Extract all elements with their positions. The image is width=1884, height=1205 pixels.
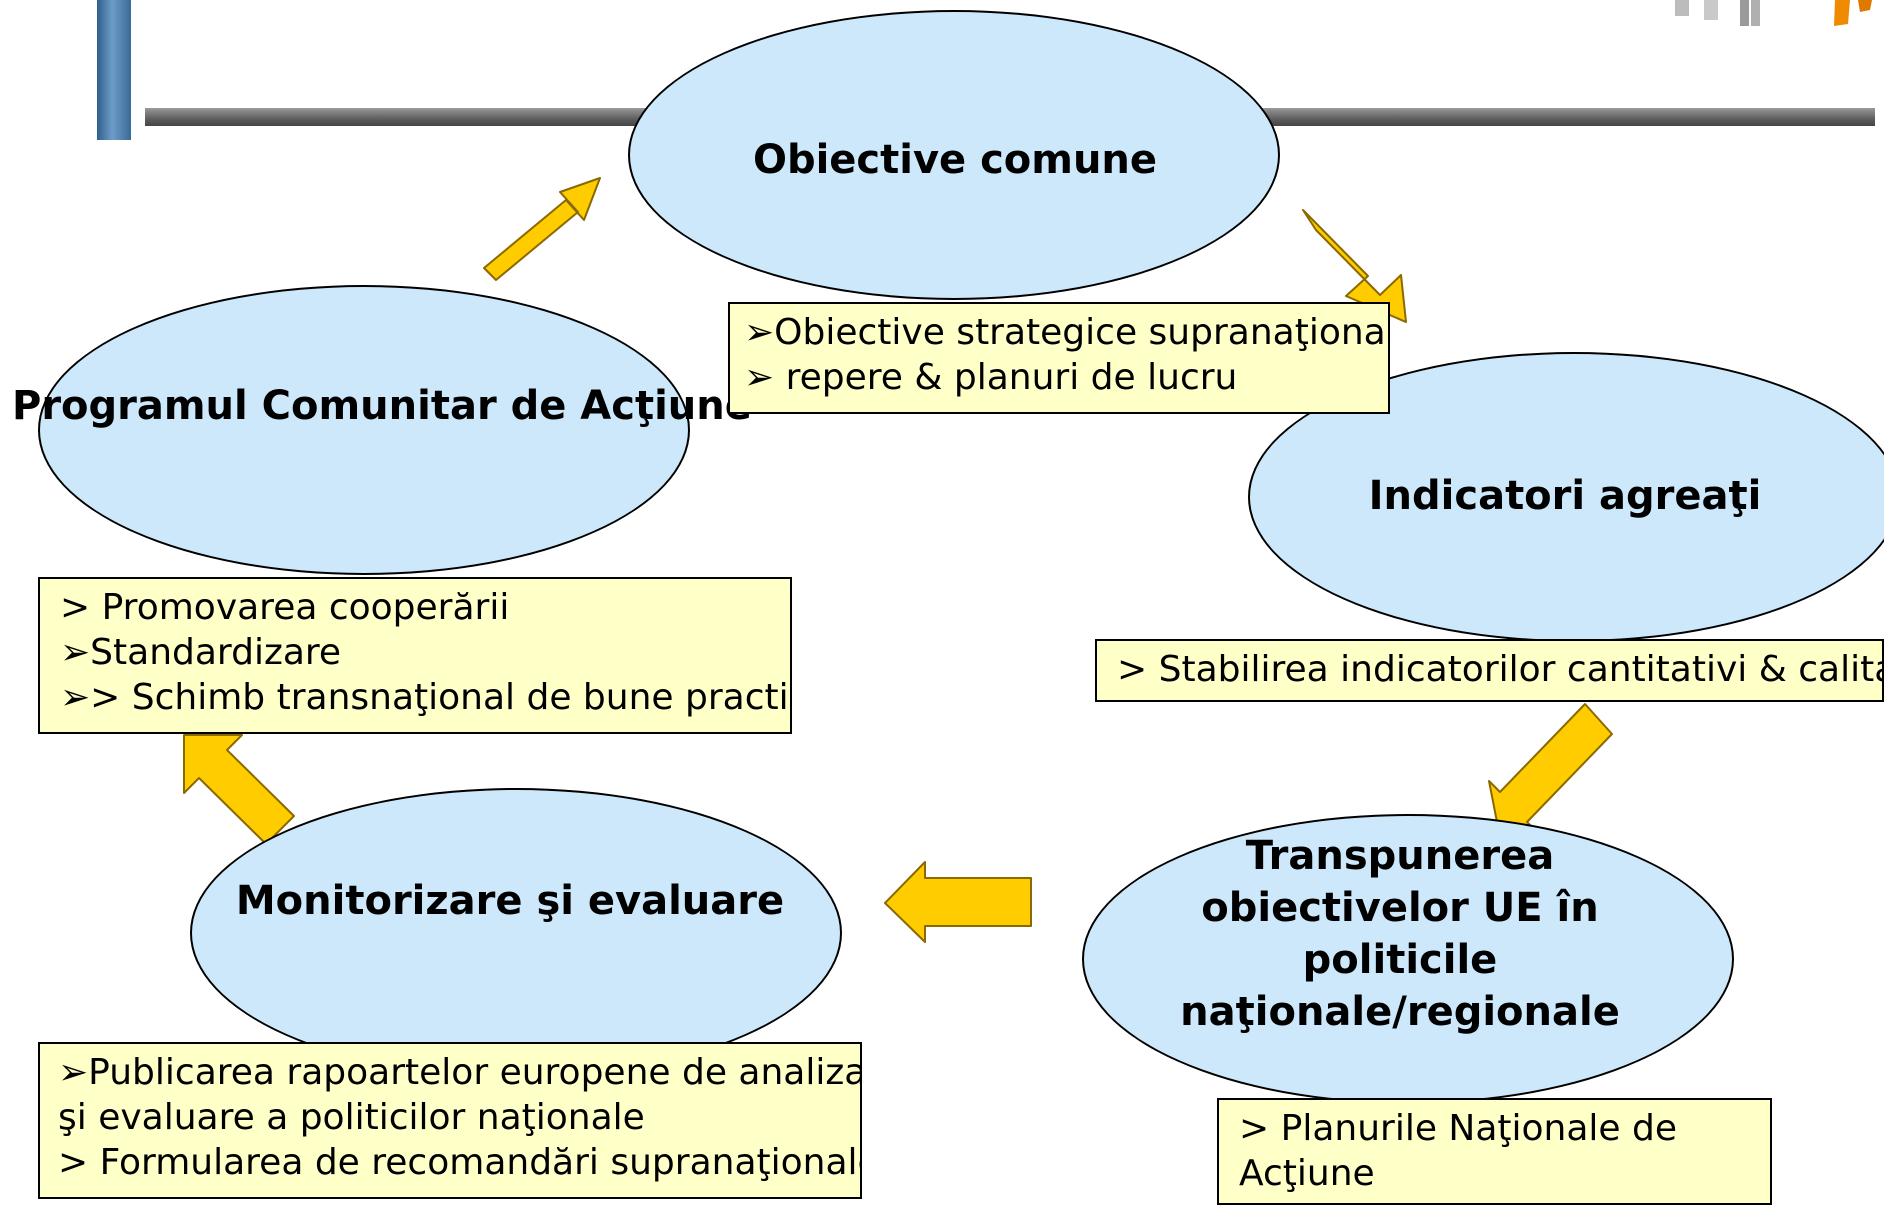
box-stabilirea-indicatorilor: > Stabilirea indicatorilor cantitativi &… xyxy=(1095,639,1884,702)
node-transpunerea-label: Transpunerea obiectivelor UE în politici… xyxy=(1090,830,1710,1038)
arrow-to-obiective xyxy=(483,177,601,281)
node-obiective-comune-label: Obiective comune xyxy=(752,137,1158,183)
people-figures-icon xyxy=(1675,0,1872,26)
box-promovarea-cooperarii: > Promovarea cooperării ➢Standardizare ➢… xyxy=(38,577,792,734)
node-monitorizare xyxy=(190,788,842,1078)
box-line: ➢Publicarea rapoartelor europene de anal… xyxy=(58,1052,862,1093)
node-transpunerea-line: naţionale/regionale xyxy=(1180,989,1620,1035)
box-line: ➢> Schimb transnaţional de bune practici xyxy=(60,677,792,718)
box-planurile-nationale: > Planurile Naţionale de Acţiune xyxy=(1217,1098,1772,1205)
box-line: > Formularea de recomandări supranaţiona… xyxy=(58,1142,862,1183)
box-line: ➢Standardizare xyxy=(60,632,342,673)
arrow-to-transpunerea xyxy=(1488,703,1613,834)
arrow-to-monitorizare xyxy=(884,861,1032,943)
node-transpunerea xyxy=(1082,814,1734,1104)
accent-bar xyxy=(97,0,131,140)
node-programul xyxy=(38,285,690,575)
box-line: ➢ repere & planuri de lucru xyxy=(744,357,1238,398)
box-obiective-strategice: ➢Obiective strategice supranaţionale ➢ r… xyxy=(728,302,1390,414)
arrow-to-promovarea xyxy=(183,734,295,845)
node-monitorizare-label: Monitorizare şi evaluare xyxy=(235,878,785,924)
box-line: > Promovarea cooperării xyxy=(60,587,510,628)
box-publicarea-rapoartelor: ➢Publicarea rapoartelor europene de anal… xyxy=(38,1042,862,1199)
box-line: Acţiune xyxy=(1239,1153,1375,1194)
node-transpunerea-line: politicile xyxy=(1302,937,1498,983)
box-line: > Stabilirea indicatorilor cantitativi &… xyxy=(1117,649,1884,690)
box-line: ➢Obiective strategice supranaţionale xyxy=(744,312,1390,353)
box-line: > Planurile Naţionale de xyxy=(1239,1108,1678,1149)
arrow-to-indicatori xyxy=(1302,209,1407,323)
node-indicatori-agreati-label: Indicatori agreaţi xyxy=(1368,473,1762,519)
node-transpunerea-line: Transpunerea xyxy=(1245,833,1555,879)
node-programul-label: Programul Comunitar de Acţiune xyxy=(12,383,752,429)
node-obiective-comune xyxy=(628,10,1280,300)
box-line: şi evaluare a politicilor naţionale xyxy=(58,1097,645,1138)
node-transpunerea-line: obiectivelor UE în xyxy=(1201,885,1599,931)
